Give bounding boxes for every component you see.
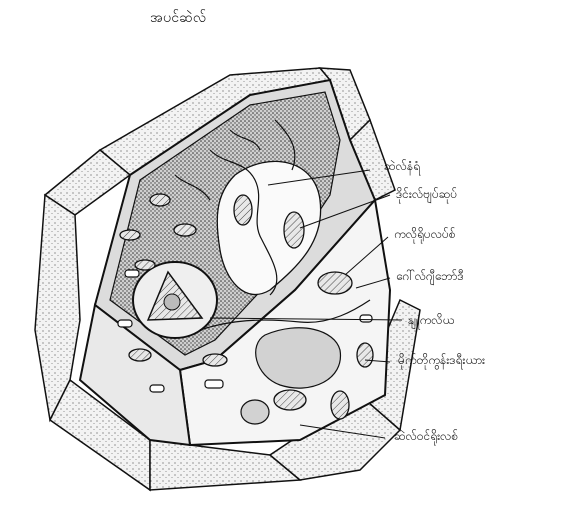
label-golgi: ဂေါ်လ်ဂျီဘော်ဒီ: [396, 270, 464, 282]
front-vesicle: [256, 328, 341, 388]
label-cell-wall: ဆဲလ်နံရံ: [384, 160, 420, 172]
label-mitochondria: မိုက်တိုကွန်းဒရီးယား: [398, 354, 485, 366]
label-nucleus: နျူကလိယ: [408, 314, 454, 326]
small-vesicle: [241, 400, 269, 424]
label-vacuole: ဆဲလ်ဝင်ရိုးလစ်: [394, 430, 458, 442]
label-er: ဒိုင်းလ်ဗျပ်ဆုပ်: [396, 188, 457, 200]
label-chloroplast: ကလိုရိုပလပ်စ်: [394, 228, 456, 240]
nucleus: [133, 262, 217, 338]
